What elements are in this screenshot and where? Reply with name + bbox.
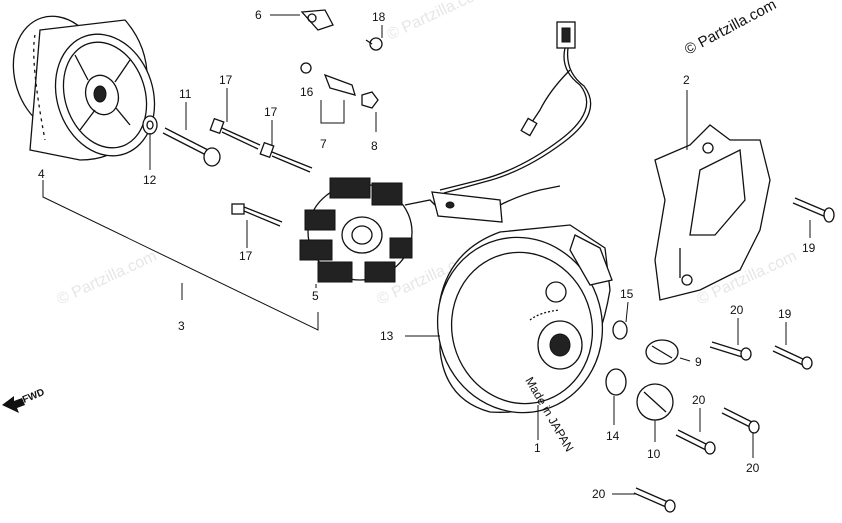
label-part-15[interactable]: 15 [620,287,634,301]
stator [299,177,441,283]
nut-8 [361,91,379,109]
part-labels: 1 2 3 4 5 6 7 8 9 10 11 12 13 14 15 16 1… [38,8,816,501]
label-part-2[interactable]: 2 [683,73,690,87]
wire-harness [431,21,592,223]
flywheel-rotor [12,15,156,161]
label-part-11[interactable]: 11 [179,87,192,101]
label-part-5[interactable]: 5 [312,289,319,303]
watermark-1: © Partzilla.com [385,0,490,44]
neutral-switch-16 [300,62,356,96]
label-part-7[interactable]: 7 [320,137,327,151]
label-part-17a[interactable]: 17 [219,73,233,87]
bolt-17c [231,203,283,227]
clamp-6 [300,9,334,31]
label-part-14[interactable]: 14 [606,429,620,443]
o-ring-15 [612,320,628,340]
cap-10 [636,383,674,421]
watermark-2: © Partzilla.com [55,248,160,309]
bolt-20c [721,407,760,434]
label-part-6[interactable]: 6 [255,8,262,22]
label-part-17c[interactable]: 17 [239,249,253,263]
bolt-19b [772,345,813,370]
label-part-10[interactable]: 10 [647,447,661,461]
bolt-17a [209,117,261,150]
bolt-20b [675,429,716,455]
label-part-20b[interactable]: 20 [692,393,706,407]
label-part-18[interactable]: 18 [372,10,386,24]
label-part-9[interactable]: 9 [695,355,702,369]
leader-lines [42,14,811,495]
label-part-16[interactable]: 16 [300,85,314,99]
generator-cover: Made in JAPAN [436,224,613,454]
bolt-19a [792,197,835,223]
label-part-8[interactable]: 8 [371,139,378,153]
label-part-17b[interactable]: 17 [264,105,278,119]
washer-12 [142,115,158,135]
screw-18 [365,37,383,51]
sprocket-cover [654,124,771,301]
bolt-17b [259,141,313,173]
label-part-20a[interactable]: 20 [730,303,744,317]
cap-9 [645,339,679,365]
fwd-label: FWD [21,387,46,406]
o-ring-14 [605,368,627,396]
label-part-1[interactable]: 1 [534,441,541,455]
label-part-19b[interactable]: 19 [778,307,792,321]
label-part-3[interactable]: 3 [178,319,185,333]
fwd-indicator: FWD [2,387,46,413]
label-part-12[interactable]: 12 [143,173,157,187]
label-part-4[interactable]: 4 [38,167,45,181]
label-part-19a[interactable]: 19 [802,241,816,255]
label-part-20c[interactable]: 20 [746,461,760,475]
label-part-20d[interactable]: 20 [592,487,606,501]
bolt-11 [162,127,221,167]
bolt-20a [709,341,752,361]
label-part-13[interactable]: 13 [380,329,394,343]
bolt-20d [633,487,676,513]
copyright-text: © Partzilla.com [682,0,779,59]
